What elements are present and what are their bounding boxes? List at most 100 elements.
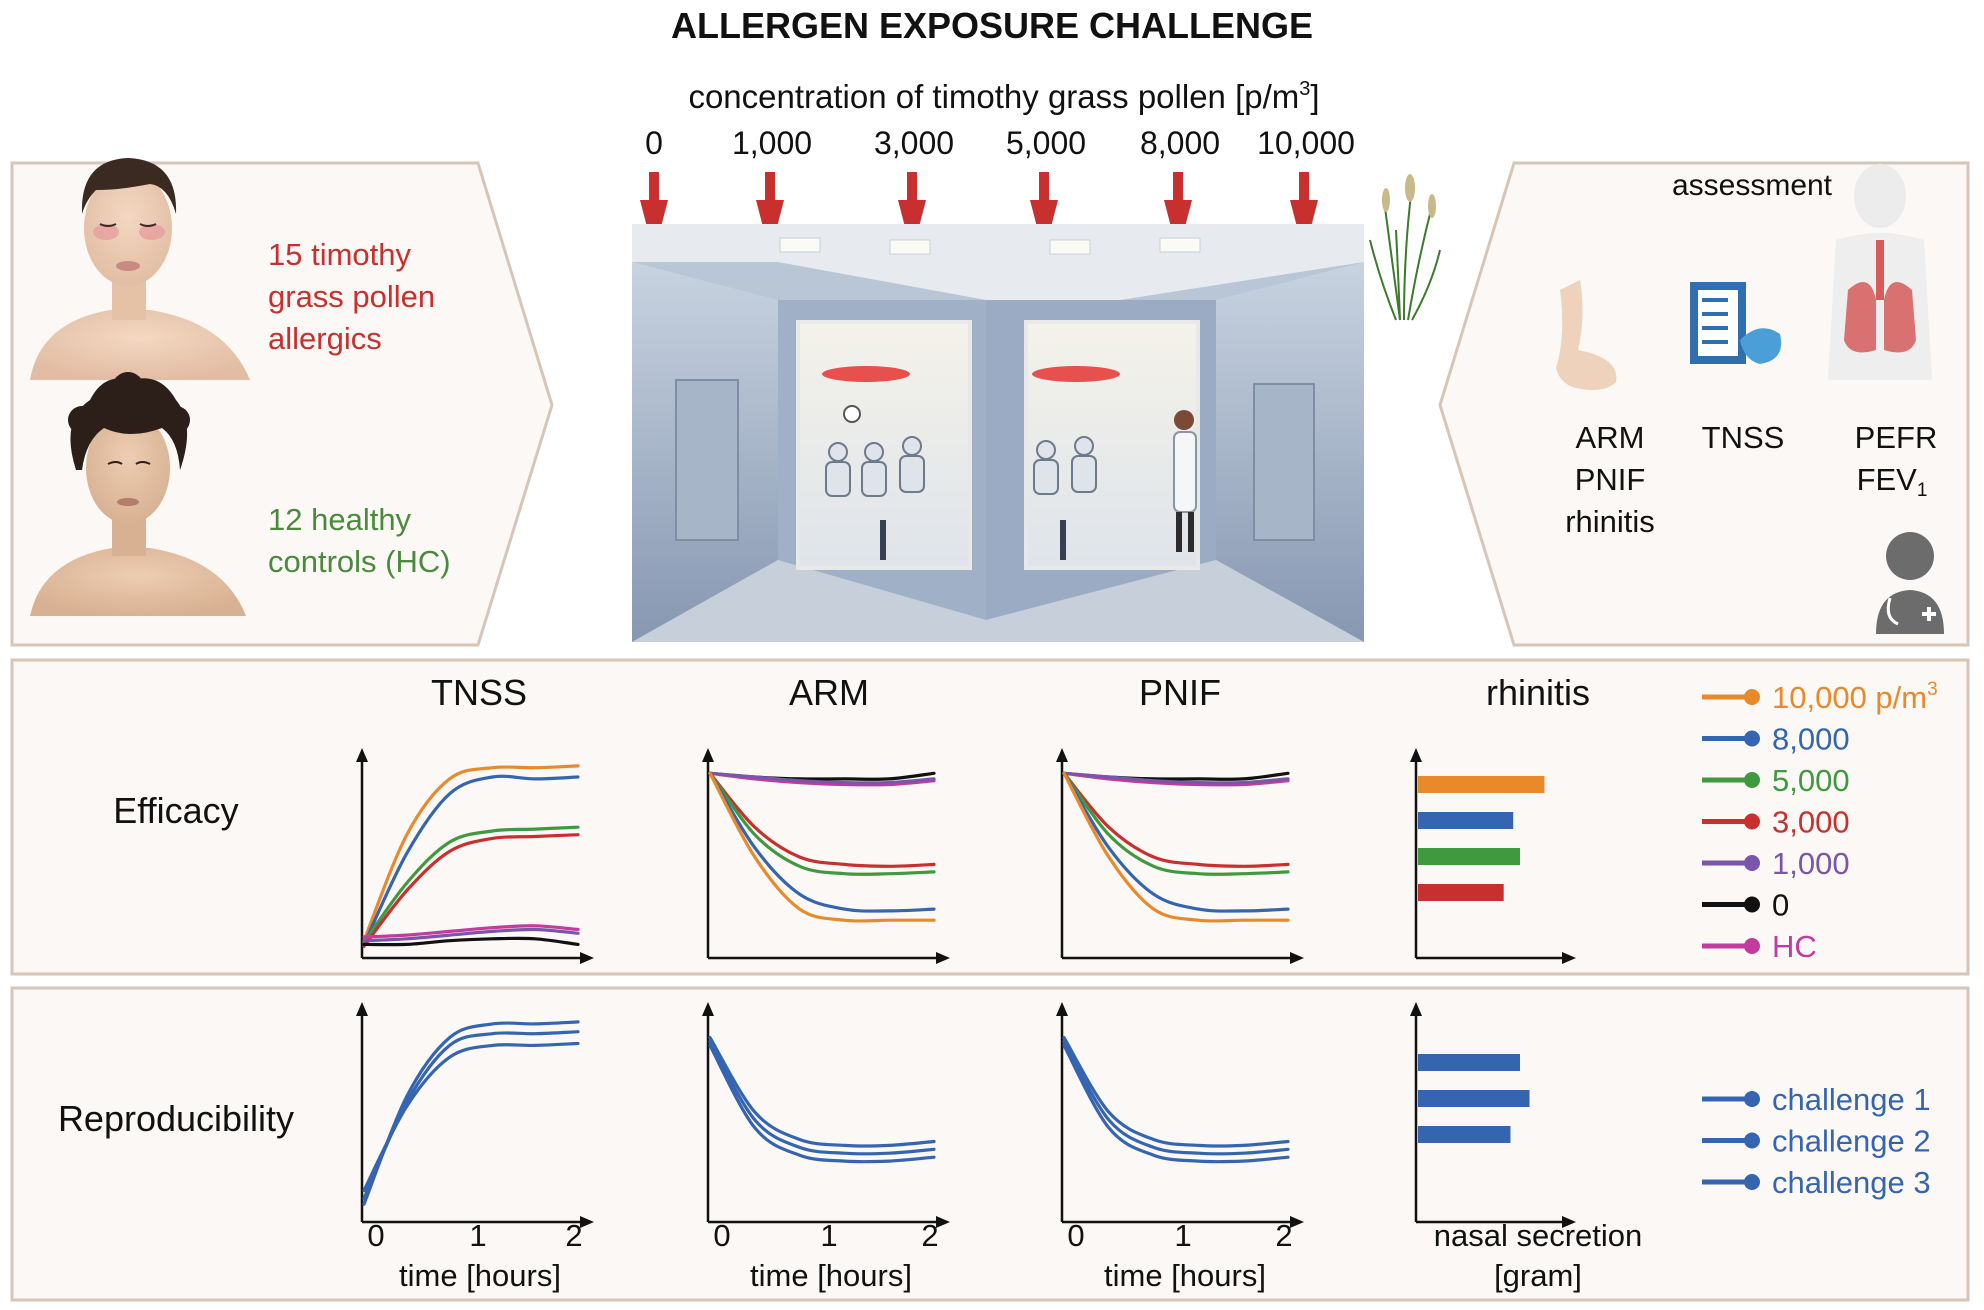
efficacy-chart-3 xyxy=(1410,748,1576,964)
pollen-arrow-shaft-5 xyxy=(1299,172,1309,202)
efficacy-legend-item-2-label: 5,000 xyxy=(1772,763,1850,798)
reproducibility-legend-item-2-label: challenge 3 xyxy=(1772,1165,1931,1200)
efficacy-chart-0-series-5 xyxy=(362,927,580,943)
efficacy-chart-2-series-5 xyxy=(1062,771,1290,913)
secretion-axis-label-1: [gram] xyxy=(1494,1258,1582,1293)
reproducibility-chart-1-y-arrow xyxy=(702,1002,714,1016)
reproducibility-chart-1-series-1 xyxy=(708,1039,936,1156)
efficacy-legend-item-1: 8,000 xyxy=(1702,722,1850,757)
concentration-level-4: 8,000 xyxy=(1140,125,1220,161)
secretion-axis-label-0: nasal secretion xyxy=(1434,1218,1643,1253)
efficacy-chart-3-bar-1 xyxy=(1418,812,1514,829)
efficacy-title-2: PNIF xyxy=(1139,672,1221,713)
pollen-arrow-shaft-3 xyxy=(1039,172,1049,202)
efficacy-chart-1-series-5 xyxy=(708,771,936,913)
efficacy-chart-2-series-1 xyxy=(1062,771,1290,787)
pollen-arrow-shaft-4 xyxy=(1173,172,1183,202)
concentration-label: concentration of timothy grass pollen [p… xyxy=(688,78,1319,115)
efficacy-legend-item-5: 0 xyxy=(1702,888,1789,923)
assessment-group-symptoms: TNSS xyxy=(1702,420,1785,455)
concentration-level-1: 1,000 xyxy=(732,125,812,161)
allergic-group-label: 15 timothy grass pollen allergics xyxy=(268,237,435,356)
reproducibility-chart-2 xyxy=(1056,1002,1304,1228)
efficacy-legend-item-0-marker xyxy=(1744,689,1760,705)
efficacy-legend-item-6-marker xyxy=(1744,938,1760,954)
time-tick-0-1: 1 xyxy=(469,1218,486,1253)
assessment-group-lung: PEFR FEV1 xyxy=(1855,420,1938,501)
efficacy-chart-2-series-6 xyxy=(1062,771,1290,923)
efficacy-legend-item-2-marker xyxy=(1744,772,1760,788)
efficacy-panel xyxy=(10,658,1970,976)
svg-text:FEV1: FEV1 xyxy=(1857,462,1928,501)
reproducibility-legend-item-0: challenge 1 xyxy=(1702,1082,1931,1117)
reproducibility-legend-item-0-label: challenge 1 xyxy=(1772,1082,1931,1117)
reproducibility-chart-2-y-arrow xyxy=(1056,1002,1068,1016)
assessment-heading: assessment xyxy=(1672,169,1833,202)
concentration-level-5: 10,000 xyxy=(1257,125,1355,161)
reproducibility-chart-2-series-2 xyxy=(1062,1043,1290,1164)
efficacy-chart-0-series-0 xyxy=(362,764,580,943)
efficacy-chart-3-x-arrow xyxy=(1562,952,1576,964)
svg-text:PNIF: PNIF xyxy=(1575,462,1646,497)
efficacy-chart-3-bar-2 xyxy=(1418,848,1520,865)
efficacy-chart-1 xyxy=(702,748,950,964)
efficacy-chart-2-y-arrow xyxy=(1056,748,1068,762)
time-tick-2-2: 2 xyxy=(1275,1218,1292,1253)
time-axis-label-1: time [hours] xyxy=(750,1258,912,1293)
efficacy-chart-0-series-1 xyxy=(362,774,580,947)
efficacy-title-1: ARM xyxy=(789,672,869,713)
reproducibility-chart-3-x-arrow xyxy=(1562,1216,1576,1228)
time-tick-2-1: 1 xyxy=(1174,1218,1191,1253)
time-tick-0-2: 2 xyxy=(565,1218,582,1253)
reproducibility-chart-3-bar-1 xyxy=(1418,1090,1530,1107)
svg-text:PEFR: PEFR xyxy=(1855,420,1938,455)
efficacy-legend-item-0: 10,000 p/m3 xyxy=(1702,679,1938,715)
efficacy-legend-item-5-marker xyxy=(1744,896,1760,913)
efficacy-chart-1-series-1 xyxy=(708,771,936,787)
efficacy-legend-item-4-label: 1,000 xyxy=(1772,846,1850,881)
reproducibility-legend-item-0-marker xyxy=(1744,1091,1760,1107)
reproducibility-chart-3-bar-2 xyxy=(1418,1126,1511,1143)
reproducibility-chart-2-series-0 xyxy=(1062,1036,1290,1148)
efficacy-chart-1-series-2 xyxy=(708,771,936,785)
reproducibility-chart-2-x-arrow xyxy=(1290,1216,1304,1228)
time-tick-1-2: 2 xyxy=(921,1218,938,1253)
pollen-arrow-shaft-1 xyxy=(765,172,775,202)
efficacy-chart-1-x-arrow xyxy=(936,952,950,964)
reproducibility-legend-item-1: challenge 2 xyxy=(1702,1124,1931,1159)
time-axis-label-2: time [hours] xyxy=(1104,1258,1266,1293)
efficacy-chart-1-series-3 xyxy=(708,771,936,868)
efficacy-title-3: rhinitis xyxy=(1486,672,1590,713)
efficacy-chart-2 xyxy=(1056,748,1304,964)
efficacy-chart-3-y-arrow xyxy=(1410,748,1422,762)
efficacy-legend-item-3: 3,000 xyxy=(1702,805,1850,840)
efficacy-chart-1-y-arrow xyxy=(702,748,714,762)
efficacy-chart-0-series-2 xyxy=(362,825,580,945)
figure-title: ALLERGEN EXPOSURE CHALLENGE xyxy=(671,5,1313,46)
efficacy-chart-2-series-2 xyxy=(1062,771,1290,785)
allergic-person-icon xyxy=(30,158,250,380)
timothy-grass-icon xyxy=(1369,174,1441,321)
efficacy-legend-item-0-label: 10,000 p/m3 xyxy=(1772,679,1938,715)
reproducibility-chart-0-series-2 xyxy=(362,1041,580,1193)
efficacy-legend-item-2: 5,000 xyxy=(1702,763,1850,798)
efficacy-legend-item-3-marker xyxy=(1744,813,1760,830)
reproducibility-row-label: Reproducibility xyxy=(58,1098,294,1139)
pollen-arrow-shaft-0 xyxy=(649,172,659,202)
efficacy-chart-3-bar-3 xyxy=(1418,884,1504,901)
efficacy-chart-3-bar-0 xyxy=(1418,776,1545,793)
efficacy-legend-item-3-label: 3,000 xyxy=(1772,805,1850,840)
efficacy-chart-0-y-arrow xyxy=(356,748,368,762)
reproducibility-chart-1-series-2 xyxy=(708,1043,936,1164)
doctor-icon xyxy=(1876,532,1944,634)
time-tick-0-0: 0 xyxy=(367,1218,384,1253)
reproducibility-chart-1-x-arrow xyxy=(936,1216,950,1228)
time-tick-1-1: 1 xyxy=(820,1218,837,1253)
efficacy-chart-0-x-arrow xyxy=(580,952,594,964)
reproducibility-chart-2-series-1 xyxy=(1062,1039,1290,1156)
reproducibility-legend: challenge 1 challenge 2 challenge 3 xyxy=(1702,1082,1931,1200)
